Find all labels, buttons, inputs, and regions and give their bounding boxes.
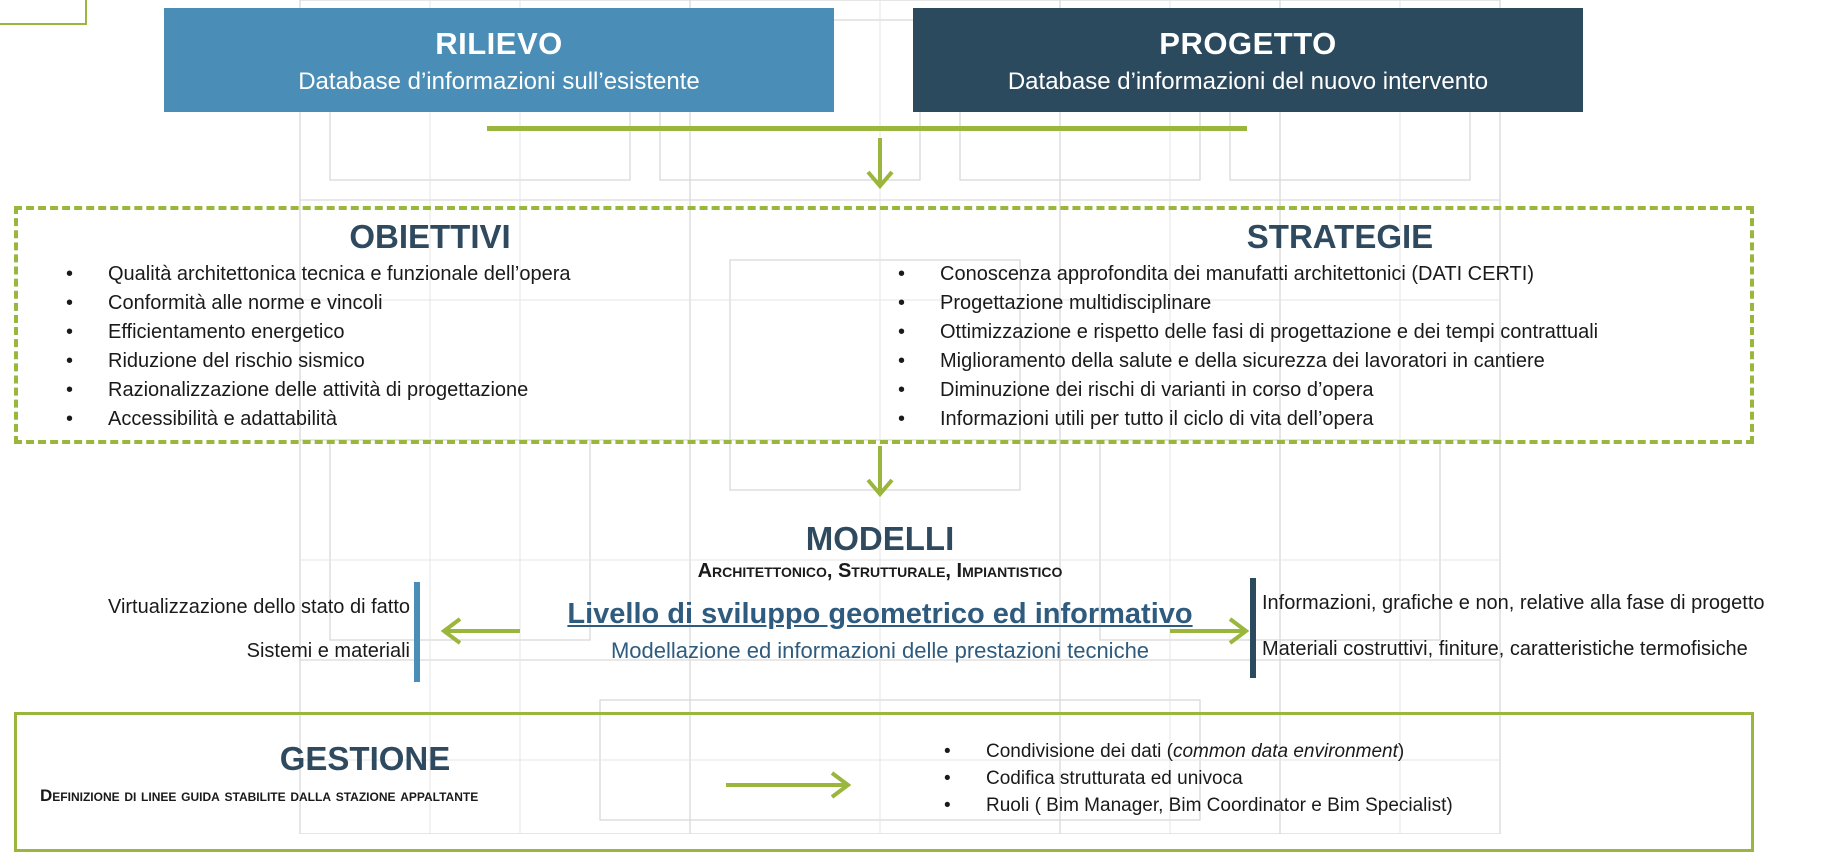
progetto-subtitle: Database d’informazioni del nuovo interv… bbox=[1007, 68, 1489, 95]
arrow-right bbox=[1170, 617, 1250, 645]
obiettivi-list: Qualità architettonica tecnica e funzion… bbox=[66, 260, 571, 434]
progetto-box: PROGETTO Database d’informazioni del nuo… bbox=[913, 8, 1583, 112]
left-item-2: Sistemi e materiali bbox=[246, 640, 410, 662]
list-item: Codifica strutturata ed univoca bbox=[944, 765, 1453, 792]
list-item: Conoscenza approfondita dei manufatti ar… bbox=[898, 260, 1598, 289]
left-bracket bbox=[414, 582, 420, 682]
right-bracket bbox=[1250, 578, 1256, 678]
arrow-down-1 bbox=[866, 138, 894, 190]
gestione-title: GESTIONE bbox=[279, 740, 451, 777]
list-item: Miglioramento della salute e della sicur… bbox=[898, 347, 1598, 376]
rilievo-box: RILIEVO Database d’informazioni sull’esi… bbox=[164, 8, 834, 112]
list-item: Informazioni utili per tutto il ciclo di… bbox=[898, 405, 1598, 434]
objectives-strategies-frame bbox=[14, 206, 1754, 444]
list-item: Condivisione dei dati (common data envir… bbox=[944, 738, 1453, 765]
gestione-frame bbox=[14, 712, 1754, 852]
right-item-2: Materiali costruttivi, finiture, caratte… bbox=[1262, 638, 1748, 660]
list-item: Conformità alle norme e vincoli bbox=[66, 289, 571, 318]
list-item: Qualità architettonica tecnica e funzion… bbox=[66, 260, 571, 289]
progetto-title: PROGETTO bbox=[1159, 26, 1337, 61]
level-title: Livello di sviluppo geometrico ed inform… bbox=[567, 598, 1193, 630]
corner-frame bbox=[0, 0, 87, 25]
level-subtitle: Modellazione ed informazioni delle prest… bbox=[610, 638, 1150, 663]
arrow-right-gestione bbox=[726, 771, 852, 799]
arrow-left bbox=[440, 617, 520, 645]
rilievo-title: RILIEVO bbox=[435, 26, 563, 61]
list-item: Progettazione multidisciplinare bbox=[898, 289, 1598, 318]
list-item: Ottimizzazione e rispetto delle fasi di … bbox=[898, 318, 1598, 347]
arrow-down-2 bbox=[866, 446, 894, 498]
list-item: Diminuzione dei rischi di varianti in co… bbox=[898, 376, 1598, 405]
merge-bar bbox=[487, 126, 1247, 131]
list-item: Efficientamento energetico bbox=[66, 318, 571, 347]
list-item: Razionalizzazione delle attività di prog… bbox=[66, 376, 571, 405]
obiettivi-title: OBIETTIVI bbox=[349, 218, 511, 255]
left-item-1: Virtualizzazione dello stato di fatto bbox=[107, 596, 410, 618]
modelli-subtitle: Architettonico, Strutturale, Impiantisti… bbox=[697, 560, 1063, 582]
list-item: Accessibilità e adattabilità bbox=[66, 405, 571, 434]
modelli-title: MODELLI bbox=[805, 520, 955, 557]
gestione-list: Condivisione dei dati (common data envir… bbox=[944, 738, 1453, 819]
gestione-subtitle: Definizione di linee guida stabilite dal… bbox=[40, 786, 479, 805]
strategie-title: STRATEGIE bbox=[1246, 218, 1434, 255]
rilievo-subtitle: Database d’informazioni sull’esistente bbox=[298, 68, 700, 95]
list-item: Ruoli ( Bim Manager, Bim Coordinator e B… bbox=[944, 792, 1453, 819]
right-item-1: Informazioni, grafiche e non, relative a… bbox=[1262, 592, 1765, 614]
strategie-list: Conoscenza approfondita dei manufatti ar… bbox=[898, 260, 1598, 434]
list-item: Riduzione del rischio sismico bbox=[66, 347, 571, 376]
